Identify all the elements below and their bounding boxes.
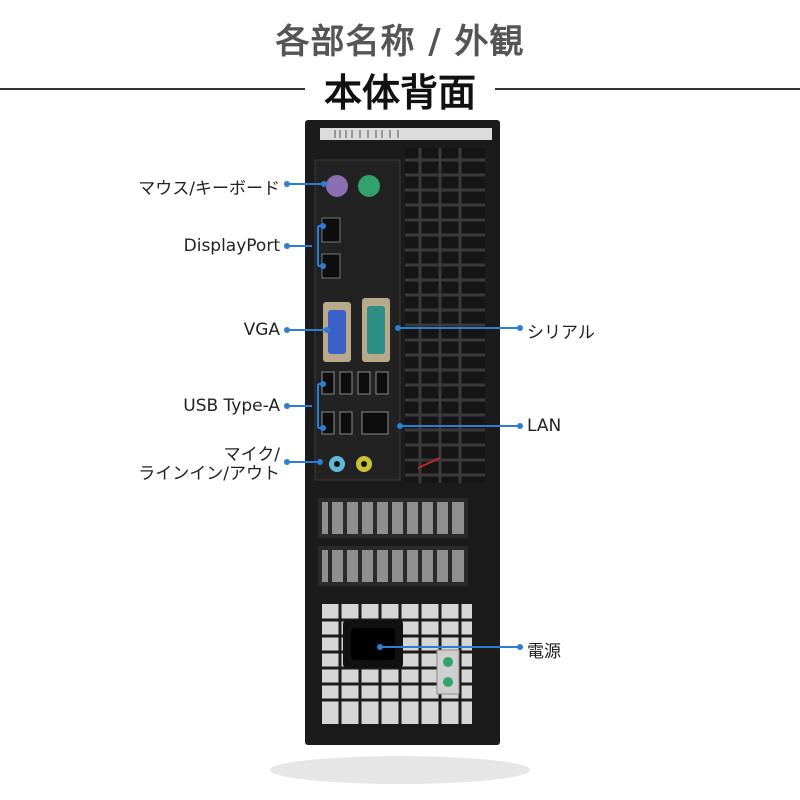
label-usb: USB Type-A (183, 396, 280, 416)
label-mouse-keyboard: マウス/キーボード (138, 179, 280, 199)
label-serial: シリアル (527, 323, 595, 343)
lan-port (361, 411, 389, 435)
label-audio: マイク/ ラインイン/アウト (0, 446, 280, 484)
label-audio-line1: マイク/ (223, 445, 280, 465)
label-power: 電源 (527, 642, 561, 662)
ps2-mouse-port (358, 175, 380, 197)
section-header: 本体背面 (0, 62, 800, 115)
serial-sticker (320, 128, 492, 140)
section-title: 本体背面 (323, 71, 476, 115)
floor-shadow (270, 756, 530, 784)
callout-displayport (287, 225, 323, 267)
label-lan: LAN (527, 416, 562, 436)
psu-test-button (443, 677, 453, 687)
divider-right (495, 88, 800, 90)
sticker-barcode (334, 130, 399, 138)
callout-lines (287, 183, 520, 648)
power-supply (322, 604, 472, 724)
divider-left (0, 88, 305, 90)
label-displayport: DisplayPort (183, 236, 280, 256)
callout-dots (284, 181, 523, 650)
displayport-1 (321, 217, 341, 243)
serial-port (367, 306, 385, 354)
label-vga: VGA (243, 320, 280, 340)
ps2-keyboard-port (326, 175, 348, 197)
expansion-slots (318, 498, 468, 586)
callout-usb (287, 383, 323, 429)
vga-port (328, 310, 346, 354)
label-audio-line2: ラインイン/アウト (138, 464, 280, 484)
vent-grid (405, 148, 485, 483)
psu-led (443, 657, 453, 667)
page-title: 各部名称 / 外観 (275, 22, 525, 62)
